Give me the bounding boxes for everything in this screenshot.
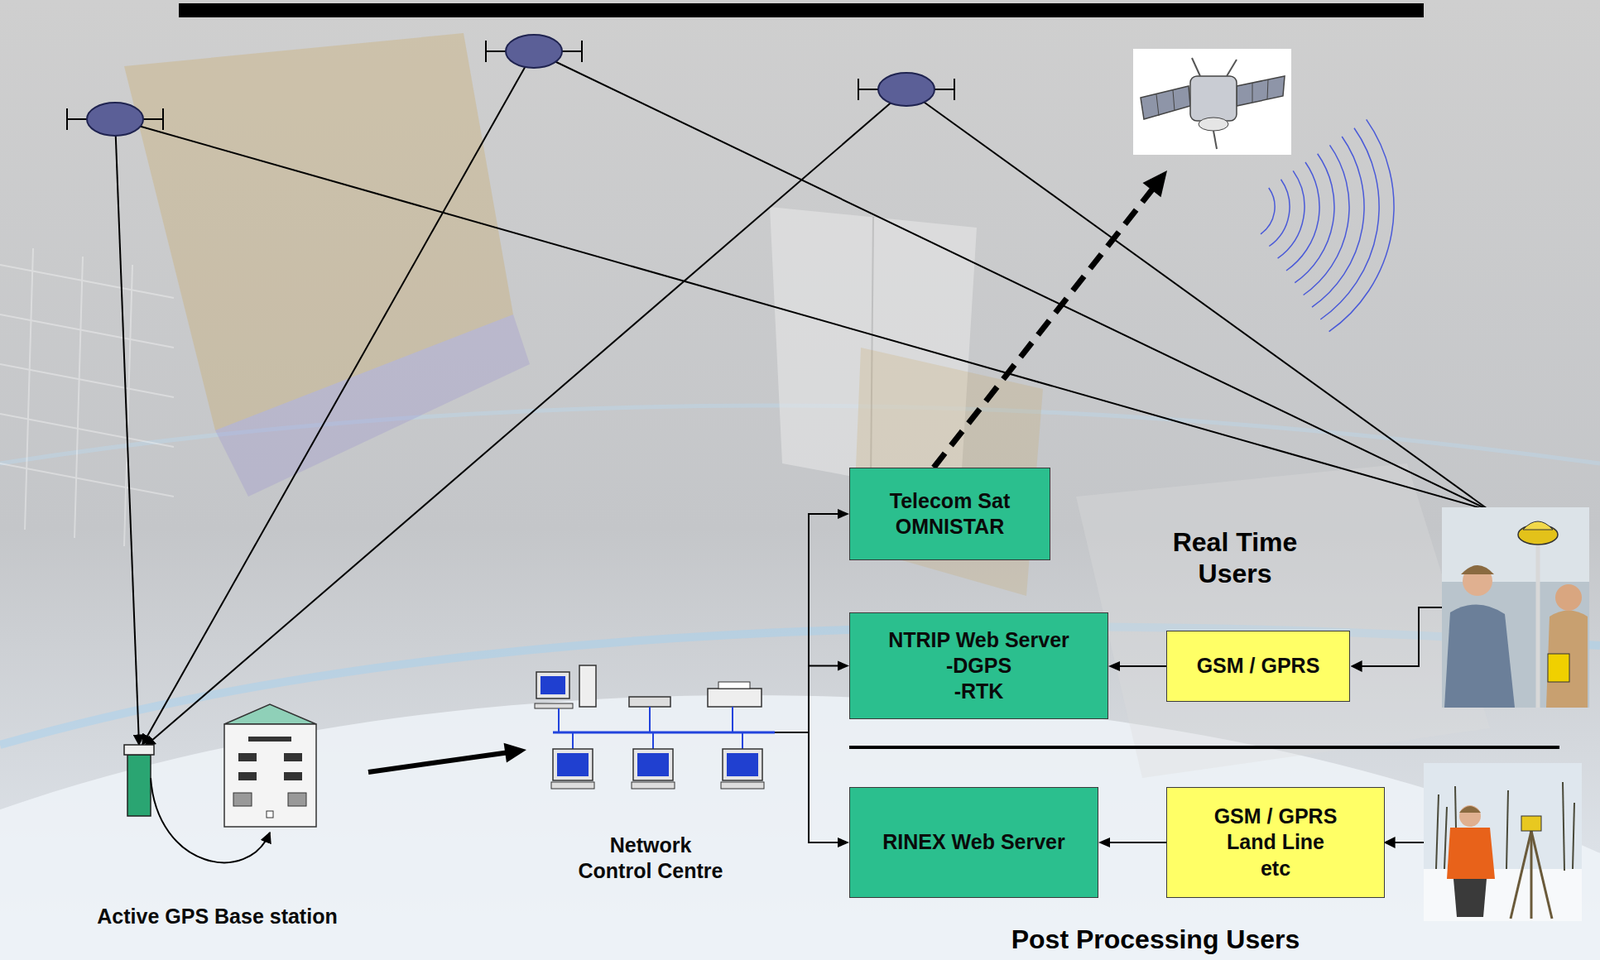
gps-satellite-symbol [67, 102, 164, 136]
arrow-head [837, 661, 850, 672]
real-time-user-photo [1441, 507, 1590, 708]
signal-lines [115, 51, 1490, 747]
user-group-label: Post Processing Users [989, 923, 1322, 956]
gps-satellite-symbol [858, 72, 955, 106]
label-text: Post Processing Users [989, 923, 1322, 956]
link-box: GSM / GPRS Land Line etc [1166, 787, 1385, 899]
connector-line [774, 732, 841, 843]
node-text: RINEX Web Server [882, 829, 1065, 856]
connector-arrow [1098, 837, 1167, 848]
telecom-satellite-picture [1133, 48, 1292, 155]
node-text: Active GPS Base station [96, 903, 337, 930]
node-text: Network Control Centre [575, 832, 726, 885]
base-station-group: Active GPS Base station [66, 703, 369, 932]
connector-arrow [1108, 661, 1167, 672]
separator-line [849, 745, 1560, 750]
connector-arrow [774, 732, 850, 848]
arrow-head [837, 509, 850, 519]
label-text: Real Time Users [1156, 526, 1314, 591]
post-processing-user-photo [1423, 763, 1582, 922]
connector-line [774, 514, 841, 733]
node-text: GSM / GPRS Land Line etc [1210, 803, 1341, 882]
node-text: -DGPS [946, 653, 1012, 679]
radio-waves [1260, 119, 1394, 332]
user-link-line [1384, 841, 1424, 844]
top-bar [178, 3, 1424, 18]
arrow-head [1098, 837, 1110, 848]
user-link-line [1351, 607, 1442, 667]
connector-line [1117, 665, 1167, 668]
uplink-dashed-arrow [933, 170, 1168, 468]
network-computers [534, 665, 775, 789]
base-station-building [224, 704, 317, 827]
node-text: Telecom Sat OMNISTAR [867, 488, 1034, 541]
connector-arrow [368, 743, 527, 773]
arrow-head [837, 837, 850, 848]
connector-line [774, 666, 841, 734]
control-centre-group: Network Control Centre [526, 658, 775, 886]
node-text: -RTK [954, 678, 1005, 705]
node-text: NTRIP Web Server [888, 627, 1070, 654]
node-text: GSM / GPRS [1196, 653, 1321, 679]
service-box: Telecom Sat OMNISTAR [849, 467, 1051, 561]
user-group-label: Real Time Users [1156, 526, 1314, 591]
connector-line [368, 752, 510, 773]
gps-satellite-symbol [485, 34, 582, 68]
connector-line [1107, 841, 1167, 844]
arrow-head [1108, 661, 1120, 672]
service-box: NTRIP Web Server-DGPS-RTK [849, 612, 1109, 720]
arrow-head [504, 743, 527, 764]
service-box: RINEX Web Server [849, 787, 1099, 899]
link-box: GSM / GPRS [1166, 630, 1351, 702]
connector-arrow [774, 509, 850, 733]
connector-arrow [774, 661, 850, 734]
